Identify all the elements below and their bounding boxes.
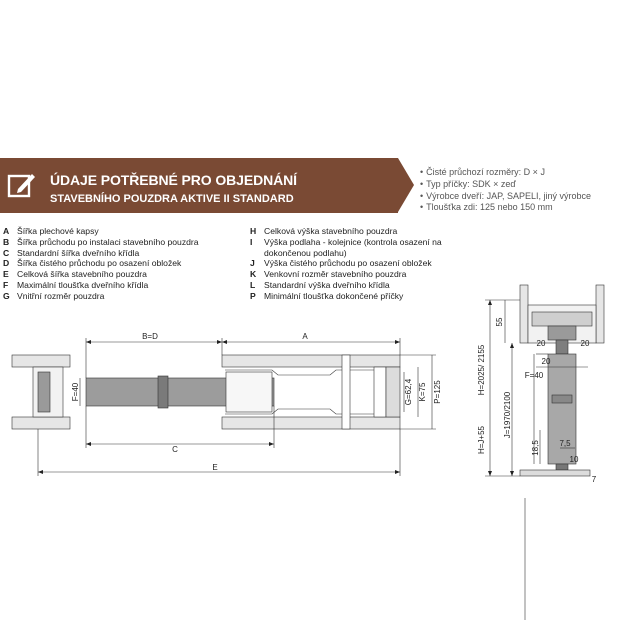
legend-key: P — [250, 290, 256, 301]
dim-label-bd: B=D — [142, 332, 158, 341]
dim-label-f40: F=40 — [525, 371, 544, 380]
info-item: Typ příčky: SDK × zeď — [420, 179, 591, 191]
info-list: Čisté průchozí rozměry: D × J Typ příčky… — [420, 167, 591, 214]
legend-text: Venkovní rozměr stavebního pouzdra — [264, 269, 407, 280]
dim-label-a: A — [302, 332, 308, 341]
door-handle — [157, 375, 169, 409]
legend-item: L Standardní výška dveřního křídla — [250, 280, 480, 291]
legend-item: D Šířka čistého průchodu po osazení oblož… — [3, 258, 243, 269]
legend-text: Výška čistého průchodu po osazení oblože… — [264, 258, 432, 269]
dim-label-h: H=2025/ 2155 — [477, 344, 486, 395]
order-banner — [0, 158, 398, 213]
pocket-stud — [341, 354, 351, 430]
carriage — [547, 325, 577, 341]
head-left-wall — [519, 284, 529, 344]
dim-label-e: E — [212, 463, 217, 472]
dim-label-10: 10 — [570, 455, 579, 464]
dim-label-55: 55 — [495, 317, 504, 326]
legend-text: Standardní výška dveřního křídla — [264, 279, 390, 290]
legend-item: K Venkovní rozměr stavebního pouzdra — [250, 269, 480, 280]
legend-item: E Celková šířka stavebního pouzdra — [3, 269, 243, 280]
dim-label-20a: 20 — [537, 339, 546, 348]
legend-key: A — [3, 226, 10, 236]
legend-key: J — [250, 258, 255, 269]
legend-left: A Šířka plechové kapsy B Šířka průchodu po… — [3, 226, 243, 302]
legend-item: F Maximální tloušťka dveřního křídla — [3, 280, 243, 291]
banner-subtitle: STAVEBNÍHO POUZDRA AKTIVE II STANDARD — [50, 193, 294, 205]
track-rail — [531, 311, 593, 327]
info-item: Tloušťka zdi: 125 nebo 150 mm — [420, 202, 591, 214]
legend-text: Celková výška stavebního pouzdra — [264, 226, 398, 236]
legend-key: B — [3, 236, 10, 247]
legend-text: Šířka průchodu po instalaci stavebního p… — [17, 236, 199, 247]
legend-text: Výška podlaha - kolejnice (kontrola osaz… — [264, 236, 442, 258]
legend-text: Celková šířka stavebního pouzdra — [17, 269, 147, 280]
dim-label-20c: 20 — [542, 357, 551, 366]
dim-label-20b: 20 — [581, 339, 590, 348]
legend-key: K — [250, 269, 257, 280]
left-profile — [37, 371, 51, 413]
legend-key: L — [250, 279, 256, 290]
dim-label-75: 7,5 — [559, 439, 571, 448]
legend-item: I Výška podlaha - kolejnice (kontrola osa… — [250, 237, 480, 259]
banner-arrow — [398, 158, 414, 212]
head-right-wall — [595, 284, 605, 344]
info-item: Čisté průchozí rozměry: D × J — [420, 167, 591, 179]
edit-icon — [7, 174, 35, 198]
legend-item: H Celková výška stavebního pouzdra — [250, 226, 480, 237]
dim-label-j: J=1970/2100 — [503, 391, 512, 438]
legend-text: Šířka čistého průchodu po osazení oblože… — [17, 258, 182, 269]
pocket-bottom-wall — [221, 416, 401, 430]
hanger-bolt — [555, 339, 569, 355]
legend-text: Vnitřní rozměr pouzdra — [17, 290, 105, 301]
legend-text: Maximální tloušťka dveřního křídla — [17, 279, 149, 290]
dim-label-p: P=125 — [433, 380, 442, 404]
dim-label-c: C — [172, 445, 178, 454]
legend-key: F — [3, 279, 9, 290]
legend-key: C — [3, 247, 10, 258]
floor-line — [519, 469, 591, 477]
pocket-top-wall — [221, 354, 401, 368]
legend-item: C Standardní šířka dveřního křídla — [3, 248, 243, 259]
door-leaf-groove — [551, 394, 573, 404]
legend-item: G Vnitřní rozměr pouzdra — [3, 291, 243, 302]
dim-label-g: G=62,4 — [404, 378, 413, 405]
dim-label-f: F=40 — [71, 382, 80, 401]
legend-item: A Šířka plechové kapsy — [3, 226, 243, 237]
dim-label-hj: H=J+55 — [477, 425, 486, 454]
legend-text: Šířka plechové kapsy — [17, 226, 99, 236]
legend-text: Standardní šířka dveřního křídla — [17, 247, 140, 258]
legend-key: H — [250, 226, 257, 236]
legend-key: D — [3, 258, 10, 269]
legend-key: E — [3, 269, 9, 280]
dim-label-k: K=75 — [418, 382, 427, 401]
banner-title: ÚDAJE POTŘEBNÉ PRO OBJEDNÁNÍ — [50, 172, 297, 188]
legend-right: H Celková výška stavebního pouzdra I Výška… — [250, 226, 480, 302]
info-item: Výrobce dveří: JAP, SAPELI, jiný výrobce — [420, 191, 591, 203]
legend-item: J Výška čistého průchodu po osazení oblož… — [250, 258, 480, 269]
legend-text: Minimální tloušťka dokončené příčky — [264, 290, 404, 301]
legend-item: B Šířka průchodu po instalaci stavebního … — [3, 237, 243, 248]
dim-label-7: 7 — [592, 475, 597, 484]
legend-key: I — [250, 236, 253, 247]
door-leaf-section — [547, 353, 577, 465]
dim-label-185: 18,5 — [531, 440, 540, 456]
legend-item: P Minimální tloušťka dokončené příčky — [250, 291, 480, 302]
legend-key: G — [3, 290, 10, 301]
